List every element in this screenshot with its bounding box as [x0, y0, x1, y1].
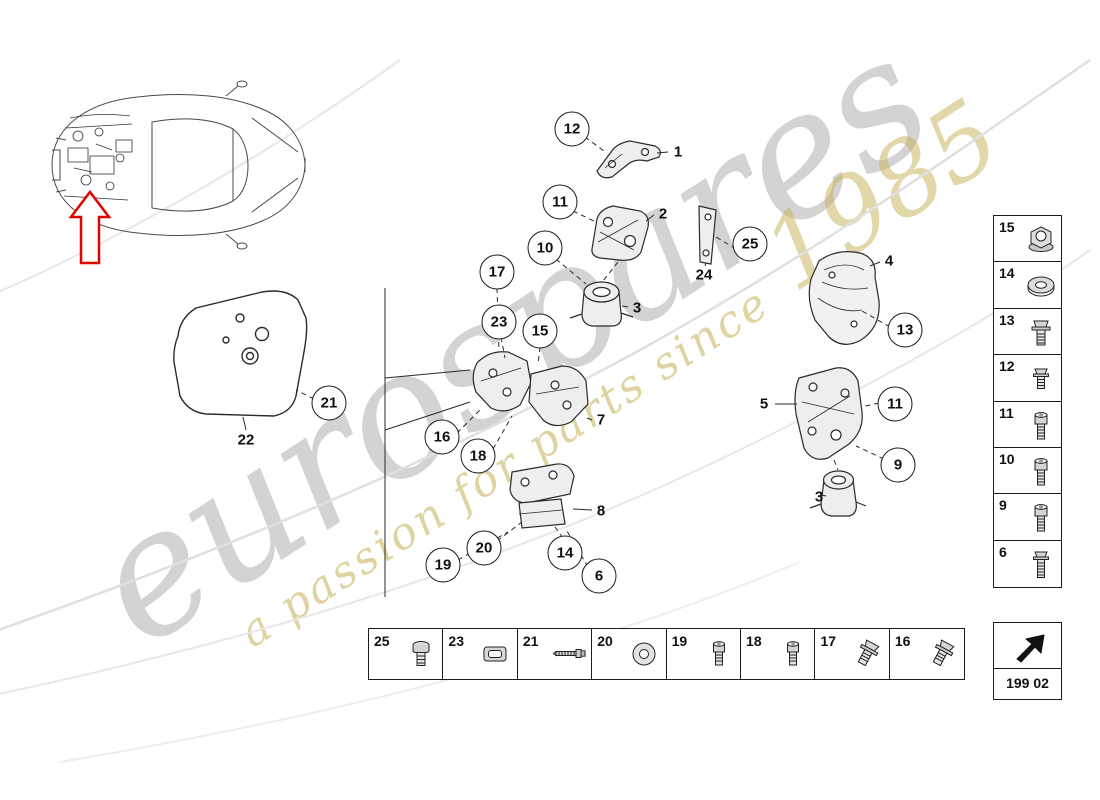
socket-bolt-icon — [787, 641, 800, 666]
fastener-number: 11 — [999, 404, 1014, 421]
engine-location-arrow — [68, 189, 112, 265]
hardware-number: 19 — [671, 633, 688, 649]
socket-bolt-icon — [712, 641, 725, 666]
hardware-item-19[interactable]: 19 — [665, 628, 742, 680]
callout-circle-13-12[interactable]: 13 — [887, 312, 923, 348]
hardware-item-17[interactable]: 17 — [814, 628, 891, 680]
hex-bolt-long-icon — [1033, 551, 1049, 578]
direction-arrow-slot — [994, 623, 1061, 669]
part-code-box[interactable]: 199 02 — [993, 622, 1062, 700]
fastener-number: 15 — [999, 219, 1015, 235]
bracket-part-1 — [596, 140, 661, 179]
bracket-part-5 — [794, 367, 863, 460]
flange-nut-icon — [1028, 226, 1054, 252]
direction-arrow-icon — [1016, 634, 1044, 662]
hardware-row: 25 23 21 20 19 18 17 16 — [368, 628, 965, 680]
car-top-view — [51, 80, 306, 250]
hardware-item-16[interactable]: 16 — [888, 628, 965, 680]
fastener-item-15[interactable]: 15 — [993, 215, 1062, 263]
washer-icon — [1027, 276, 1055, 297]
hardware-number: 20 — [597, 633, 613, 649]
part-label-4-6: 4 — [884, 252, 894, 270]
heat-shield-part-4 — [808, 251, 880, 345]
callout-circle-23-10[interactable]: 23 — [481, 304, 517, 340]
part-label-8-22: 8 — [596, 502, 606, 520]
hardware-item-25[interactable]: 25 — [368, 628, 444, 680]
fastener-item-13[interactable]: 13 — [993, 307, 1062, 356]
fastener-number: 6 — [999, 543, 1007, 560]
part-label-7-16: 7 — [596, 411, 606, 429]
callout-circle-20-23[interactable]: 20 — [466, 530, 502, 566]
callout-circle-25-4[interactable]: 25 — [732, 226, 768, 262]
hex-flange-bolt-angled-icon — [858, 639, 881, 667]
callout-circle-17-7[interactable]: 17 — [479, 254, 515, 290]
callout-circle-16-17[interactable]: 16 — [424, 419, 460, 455]
hex-flange-bolt-angled-icon — [932, 639, 955, 667]
callout-circle-11-2[interactable]: 11 — [542, 184, 578, 220]
fastener-column: 15 14 13 12 11 10 9 6 — [993, 215, 1062, 588]
fastener-item-6[interactable]: 6 — [993, 539, 1062, 588]
bracket-part-2 — [591, 205, 649, 261]
hardware-number: 23 — [448, 633, 464, 649]
hex-bolt-icon — [1033, 368, 1049, 390]
part-label-1-1: 1 — [673, 143, 683, 161]
callout-circle-21-13[interactable]: 21 — [311, 385, 347, 421]
hardware-item-23[interactable]: 23 — [442, 628, 519, 680]
dome-bolt-icon — [412, 641, 430, 666]
watermark-swooshes — [0, 58, 1091, 763]
socket-head-bolt-icon — [1034, 411, 1048, 440]
callout-circle-10-5[interactable]: 10 — [527, 230, 563, 266]
mount-part-3-upper — [569, 281, 634, 327]
hex-flange-bolt-icon — [1031, 320, 1051, 346]
part-label-5-15: 5 — [759, 395, 769, 413]
fastener-item-10[interactable]: 10 — [993, 447, 1062, 496]
hardware-item-18[interactable]: 18 — [740, 628, 817, 680]
mount-part-8 — [509, 463, 575, 529]
callout-circle-9-20[interactable]: 9 — [880, 447, 916, 483]
gasket-part-22 — [173, 290, 308, 417]
mount-part-3-lower — [809, 470, 867, 517]
grommet-icon — [483, 646, 507, 662]
part-label-2-3: 2 — [658, 205, 668, 223]
callout-circle-6-26[interactable]: 6 — [581, 558, 617, 594]
fastener-number: 10 — [999, 451, 1015, 468]
fastener-item-14[interactable]: 14 — [993, 261, 1062, 310]
fastener-number: 12 — [999, 358, 1015, 375]
part-label-3-9: 3 — [632, 299, 642, 317]
socket-head-bolt-icon — [1034, 504, 1048, 532]
engine-detail — [63, 114, 133, 201]
fastener-number: 14 — [999, 265, 1015, 282]
hardware-item-20[interactable]: 20 — [591, 628, 668, 680]
callout-circle-14-24[interactable]: 14 — [547, 535, 583, 571]
flat-washer-icon — [632, 642, 656, 666]
socket-head-bolt-icon — [1034, 458, 1048, 486]
part-label-22-18: 22 — [237, 431, 255, 449]
hardware-number: 16 — [894, 633, 911, 649]
part-code: 199 02 — [1006, 675, 1049, 691]
callout-circle-15-11[interactable]: 15 — [522, 313, 558, 349]
callout-circle-11-14[interactable]: 11 — [877, 386, 913, 422]
hardware-number: 25 — [374, 633, 390, 649]
fastener-item-12[interactable]: 12 — [993, 354, 1062, 403]
hardware-number: 18 — [746, 633, 762, 649]
hardware-item-21[interactable]: 21 — [516, 628, 593, 680]
hardware-number: 21 — [522, 633, 539, 649]
part-label-3-21: 3 — [814, 488, 824, 506]
fastener-number: 13 — [999, 311, 1015, 328]
bracket-part-7 — [472, 351, 589, 427]
long-screw-icon — [552, 649, 586, 658]
callout-circle-18-19[interactable]: 18 — [460, 438, 496, 474]
callout-circle-12-0[interactable]: 12 — [554, 111, 590, 147]
strap-part-24 — [698, 205, 717, 265]
fastener-item-9[interactable]: 9 — [993, 493, 1062, 542]
hardware-number: 17 — [820, 633, 837, 649]
fastener-item-11[interactable]: 11 — [993, 400, 1062, 449]
leader-lines — [242, 151, 881, 597]
fastener-number: 9 — [999, 497, 1007, 514]
part-label-24-8: 24 — [695, 266, 713, 284]
callout-circle-19-25[interactable]: 19 — [425, 547, 461, 583]
